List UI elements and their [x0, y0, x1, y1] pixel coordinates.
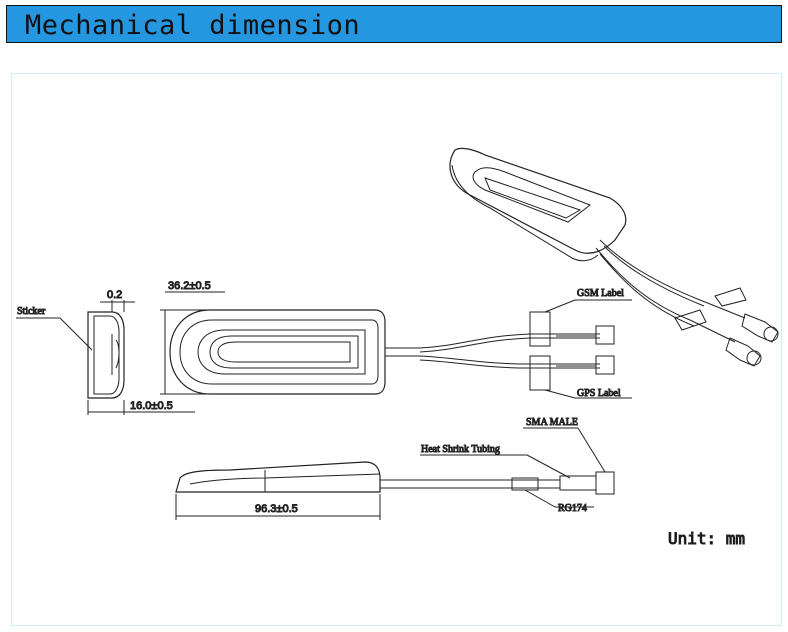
drawing-frame — [11, 73, 782, 626]
front-view — [175, 427, 615, 520]
iso-view — [449, 147, 779, 367]
sma-male-label: SMA MALE — [526, 417, 578, 428]
section-header: Mechanical dimension — [6, 5, 782, 43]
sticker-label: Sticker — [17, 306, 46, 317]
height-dimension: 16.0±0.5 — [130, 400, 173, 412]
gsm-label: GSM Label — [577, 288, 624, 299]
top-view — [160, 291, 632, 399]
sticker-thickness-dimension: 0.2 — [107, 289, 122, 301]
rg174-label: RG174 — [558, 503, 587, 514]
side-view — [16, 300, 195, 415]
length-dimension: 96.3±0.5 — [255, 503, 298, 515]
heat-shrink-label: Heat Shrink Tubing — [421, 444, 500, 455]
gps-label: GPS Label — [577, 388, 621, 399]
unit-note: Unit: mm — [668, 529, 745, 548]
width-dimension: 36.2±0.5 — [168, 280, 211, 292]
section-title: Mechanical dimension — [25, 10, 361, 41]
